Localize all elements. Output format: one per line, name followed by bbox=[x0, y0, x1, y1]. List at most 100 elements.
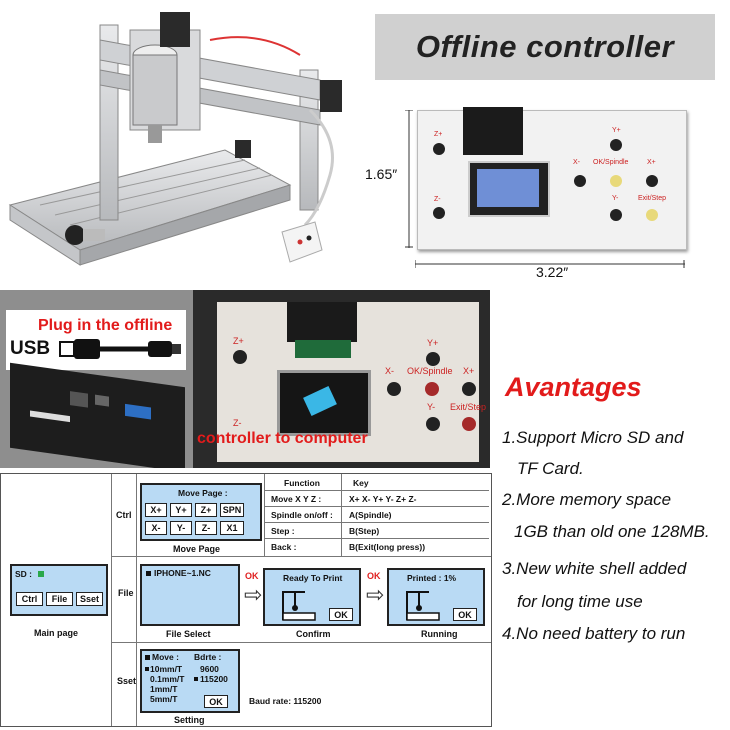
key-x-minus[interactable]: X- bbox=[145, 521, 167, 535]
y-plus-label: Y+ bbox=[427, 338, 439, 348]
printer-icon bbox=[282, 591, 316, 621]
x-plus-button bbox=[646, 175, 658, 187]
exit-step-label: Exit/Step bbox=[450, 402, 487, 412]
main-page-caption: Main page bbox=[34, 628, 79, 638]
y-minus-label: Y- bbox=[612, 195, 619, 202]
table-cell: B(Exit(long press)) bbox=[349, 542, 426, 552]
controller-board: Z+ Z- Y+ X- OK/Spindle X+ Y- Exit/Step bbox=[217, 302, 486, 462]
lcd-screen bbox=[277, 370, 371, 436]
sd-status: SD : bbox=[15, 569, 32, 579]
usb-laptop-photo: USB bbox=[0, 290, 193, 468]
laptop-side bbox=[10, 362, 185, 468]
setting-ok-button[interactable]: OK bbox=[204, 695, 228, 708]
title-banner: Offline controller bbox=[375, 14, 715, 80]
file-entry[interactable]: IPHONE~1.NC bbox=[154, 568, 211, 578]
exit-step-button bbox=[646, 209, 658, 221]
controller-photo: Z+ Z- Y+ X- OK/Spindle X+ Y- Exit/Step bbox=[417, 107, 687, 250]
setting-bdrte-label: Bdrte : bbox=[194, 652, 222, 662]
width-dimension: 3.22″ bbox=[536, 264, 569, 280]
confirm-ok-button[interactable]: OK bbox=[329, 608, 353, 621]
table-cell: Move X Y Z : bbox=[271, 494, 322, 504]
key-x1[interactable]: X1 bbox=[220, 521, 244, 535]
lcd-screen bbox=[468, 161, 550, 217]
table-header-key: Key bbox=[353, 478, 369, 488]
x-minus-label: X- bbox=[385, 366, 394, 376]
table-cell: Spindle on/off : bbox=[271, 510, 333, 520]
usb-cable-area: USB bbox=[6, 310, 186, 370]
setting-caption: Setting bbox=[174, 715, 205, 725]
z-plus-button bbox=[233, 350, 247, 364]
advantage-line: 1.Support Micro SD and bbox=[502, 428, 684, 447]
row-label-file: File bbox=[118, 588, 134, 598]
ok-label: OK bbox=[367, 571, 381, 581]
x-plus-button bbox=[462, 382, 476, 396]
advantage-line: 1GB than old one 128MB. bbox=[514, 522, 710, 541]
x-plus-label: X+ bbox=[647, 159, 656, 166]
running-caption: Running bbox=[421, 629, 458, 639]
baud-rate-note: Baud rate: 115200 bbox=[249, 696, 322, 706]
z-minus-label: Z- bbox=[233, 418, 242, 428]
confirm-screen: Ready To Print OK bbox=[263, 568, 361, 626]
file-select-screen: IPHONE~1.NC bbox=[140, 564, 240, 626]
ctrl-button[interactable]: Ctrl bbox=[16, 592, 43, 606]
key-x-plus[interactable]: X+ bbox=[145, 503, 167, 517]
usb-label: USB bbox=[10, 338, 51, 359]
advantage-line: for long time use bbox=[517, 592, 643, 611]
arrow-right-icon: ⇨ bbox=[366, 582, 385, 607]
y-plus-button bbox=[426, 352, 440, 366]
controller-closeup-photo: Z+ Z- Y+ X- OK/Spindle X+ Y- Exit/Step bbox=[193, 290, 490, 468]
ok-spindle-button bbox=[425, 382, 439, 396]
sd-status-icon bbox=[38, 571, 44, 577]
advantage-line: 2.More memory space bbox=[502, 490, 672, 509]
y-plus-button bbox=[610, 139, 622, 151]
height-dimension-line bbox=[405, 109, 413, 248]
z-minus-button bbox=[433, 207, 445, 219]
advantage-line: TF Card. bbox=[517, 459, 584, 478]
table-cell: Back : bbox=[271, 542, 297, 552]
advantages-title: Avantages bbox=[505, 372, 642, 402]
page-title: Offline controller bbox=[415, 29, 675, 64]
move-option[interactable]: 5mm/T bbox=[150, 694, 178, 704]
exit-step-label: Exit/Step bbox=[638, 195, 667, 202]
height-dimension: 1.65″ bbox=[365, 166, 398, 182]
file-select-caption: File Select bbox=[166, 629, 211, 639]
key-y-plus[interactable]: Y+ bbox=[170, 503, 192, 517]
overlay-line-2: controller to computer bbox=[197, 430, 368, 447]
y-plus-label: Y+ bbox=[612, 127, 621, 134]
ok-label: OK bbox=[245, 571, 259, 581]
printer-icon bbox=[406, 591, 440, 621]
move-page-caption: Move Page bbox=[173, 544, 221, 554]
move-option[interactable]: 1mm/T bbox=[150, 684, 178, 694]
file-button[interactable]: File bbox=[46, 592, 73, 606]
x-plus-label: X+ bbox=[463, 366, 475, 376]
baud-option[interactable]: 115200 bbox=[200, 674, 228, 684]
move-page-title: Move Page : bbox=[178, 488, 228, 498]
key-z-plus[interactable]: Z+ bbox=[195, 503, 217, 517]
table-cell: A(Spindle) bbox=[349, 510, 392, 520]
table-cell: Step : bbox=[271, 526, 295, 536]
row-label-sset: Sset bbox=[117, 676, 137, 686]
key-y-minus[interactable]: Y- bbox=[170, 521, 192, 535]
cnc-machine-photo bbox=[0, 0, 370, 285]
y-minus-label: Y- bbox=[427, 402, 436, 412]
key-spn[interactable]: SPN bbox=[220, 503, 244, 517]
z-plus-label: Z+ bbox=[233, 336, 244, 346]
ok-spindle-button bbox=[610, 175, 622, 187]
running-screen: Printed : 1% OK bbox=[387, 568, 485, 626]
confirm-title: Ready To Print bbox=[283, 573, 343, 583]
key-z-minus[interactable]: Z- bbox=[195, 521, 217, 535]
exit-step-button bbox=[462, 417, 476, 431]
running-ok-button[interactable]: OK bbox=[453, 608, 477, 621]
move-option[interactable]: 10mm/T bbox=[150, 664, 183, 674]
move-option[interactable]: 0.1mm/T bbox=[150, 674, 185, 684]
table-cell: X+ X- Y+ Y- Z+ Z- bbox=[349, 494, 417, 504]
x-minus-label: X- bbox=[573, 159, 580, 166]
arrow-right-icon: ⇨ bbox=[244, 582, 263, 607]
z-minus-label: Z- bbox=[434, 196, 441, 203]
table-header-function: Function bbox=[284, 478, 320, 488]
advantage-line: 3.New white shell added bbox=[502, 559, 687, 578]
menu-diagram: SD : Ctrl File Sset Main page Ctrl File … bbox=[0, 473, 492, 727]
usb-cable-icon bbox=[59, 339, 181, 359]
sset-button[interactable]: Sset bbox=[76, 592, 103, 606]
baud-option[interactable]: 9600 bbox=[200, 664, 219, 674]
